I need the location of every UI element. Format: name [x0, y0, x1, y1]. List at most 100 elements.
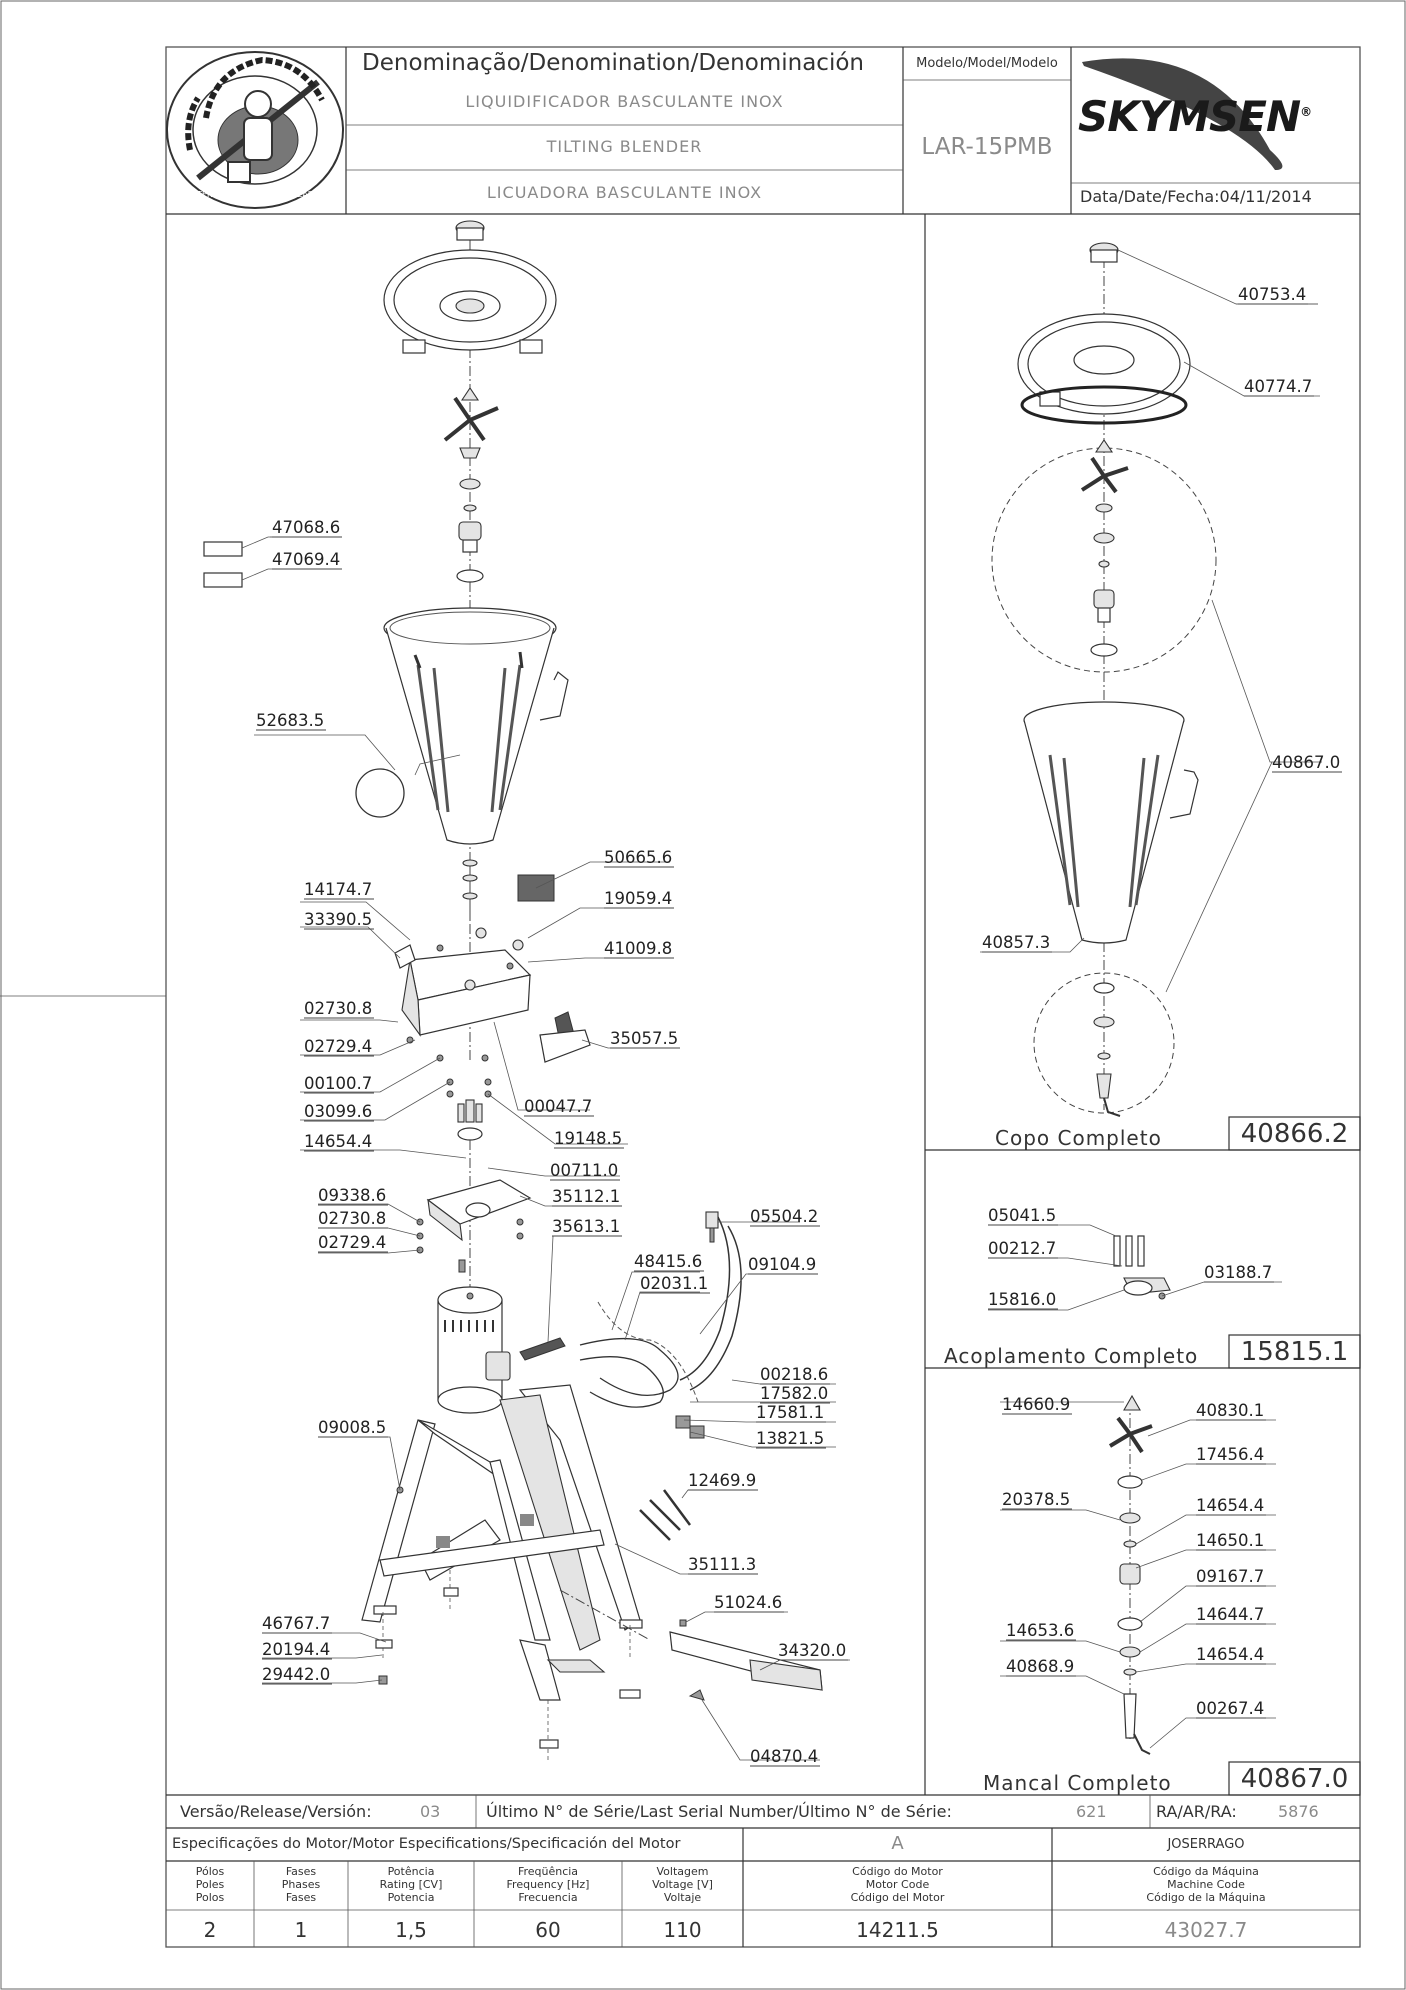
- main-label-20194.4: 20194.4: [262, 1640, 330, 1659]
- version-label: Versão/Release/Versión:: [180, 1802, 372, 1821]
- spec-header-line: Machine Code: [1167, 1878, 1245, 1891]
- spec-column-value-2: 1,5: [395, 1918, 427, 1942]
- copo-title: Copo Completo: [995, 1126, 1162, 1150]
- spec-header-line: Polos: [195, 1891, 225, 1904]
- spec-column-value-1: 1: [294, 1918, 308, 1942]
- main-label-02031.1: 02031.1: [640, 1274, 708, 1293]
- tilting-stand-frame: [361, 1384, 643, 1701]
- main-label-05504.2: 05504.2: [750, 1207, 818, 1226]
- seal-text: ASSISTÊNCIA TÉCNICA AUTORIZADA: [174, 190, 320, 199]
- main-label-41009.8: 41009.8: [604, 939, 672, 958]
- mancal-label-20378.5: 20378.5: [1002, 1490, 1070, 1509]
- motor-base-housing: [394, 927, 591, 1063]
- spec-column-value-0: 2: [203, 1918, 217, 1942]
- main-label-00100.7: 00100.7: [304, 1074, 372, 1093]
- serial-label: Último N° de Série/Last Serial Number/Úl…: [486, 1802, 952, 1821]
- spec-header-line: Frequency [Hz]: [506, 1878, 590, 1891]
- mancal-label-00267.4: 00267.4: [1196, 1699, 1264, 1718]
- brand-swoosh-icon: [1082, 58, 1283, 171]
- acoplamento-code: 15815.1: [1240, 1337, 1349, 1367]
- main-label-09338.6: 09338.6: [318, 1186, 386, 1205]
- copo-completo-view: [991, 242, 1217, 1117]
- mancal-label-14653.6: 14653.6: [1006, 1621, 1074, 1640]
- acoplamento-label-00212.7: 00212.7: [988, 1239, 1056, 1258]
- main-label-46767.7: 46767.7: [262, 1614, 330, 1633]
- mancal-code: 40867.0: [1240, 1764, 1349, 1794]
- spec-header-line: Voltaje: [663, 1891, 702, 1904]
- mancal-completo-view: [1108, 1394, 1153, 1755]
- spec-header-line: Fases: [285, 1891, 317, 1904]
- main-label-02730.8: 02730.8: [304, 999, 372, 1018]
- main-label-09008.5: 09008.5: [318, 1418, 386, 1437]
- motor-spec-label: Especificações do Motor/Motor Especifica…: [172, 1836, 681, 1852]
- date-value: 04/11/2014: [1219, 187, 1312, 206]
- spec-header-line: Frecuencia: [518, 1891, 578, 1904]
- main-label-33390.5: 33390.5: [304, 910, 372, 929]
- main-label-03099.6: 03099.6: [304, 1102, 372, 1121]
- main-label-19148.5: 19148.5: [554, 1129, 622, 1148]
- main-label-02729.4: 02729.4: [318, 1233, 386, 1252]
- authorized-service-seal-logo: [166, 51, 344, 209]
- spec-header-line: Potencia: [387, 1891, 435, 1904]
- model-title: Modelo/Model/Modelo: [916, 56, 1058, 71]
- copo-label-40867.0: 40867.0: [1272, 753, 1340, 772]
- main-label-29442.0: 29442.0: [262, 1665, 330, 1684]
- copo-label-40753.4: 40753.4: [1238, 285, 1306, 304]
- main-label-51024.6: 51024.6: [714, 1593, 782, 1612]
- main-label-02730.8: 02730.8: [318, 1209, 386, 1228]
- main-label-13821.5: 13821.5: [756, 1429, 824, 1448]
- main-label-47069.4: 47069.4: [272, 550, 340, 569]
- main-label-52683.5: 52683.5: [256, 711, 324, 730]
- product-name-es: LICUADORA BASCULANTE INOX: [486, 183, 763, 202]
- copo-label-40857.3: 40857.3: [982, 933, 1050, 952]
- mancal-label-14660.9: 14660.9: [1002, 1395, 1070, 1414]
- brand-logo-text: SKYMSEN®: [1078, 92, 1312, 141]
- mancal-label-14654.4: 14654.4: [1196, 1496, 1264, 1515]
- main-label-14174.7: 14174.7: [304, 880, 372, 899]
- main-label-48415.6: 48415.6: [634, 1252, 702, 1271]
- spec-header-line: Rating [CV]: [379, 1878, 443, 1891]
- author: JOSERRAGO: [1167, 1837, 1245, 1852]
- product-name-en: TILTING BLENDER: [546, 137, 703, 156]
- serial-value: 621: [1076, 1802, 1107, 1821]
- spec-column-value-5: 14211.5: [856, 1918, 939, 1942]
- main-label-12469.9: 12469.9: [688, 1471, 756, 1490]
- mancal-label-40830.1: 40830.1: [1196, 1401, 1264, 1420]
- denomination-title: Denominação/Denomination/Denominación: [362, 50, 864, 76]
- main-label-00047.7: 00047.7: [524, 1097, 592, 1116]
- main-exploded-view: [203, 220, 823, 1760]
- acoplamento-label-15816.0: 15816.0: [988, 1290, 1056, 1309]
- main-label-17582.0: 17582.0: [760, 1384, 828, 1403]
- mancal-label-17456.4: 17456.4: [1196, 1445, 1264, 1464]
- ra-label: RA/AR/RA:: [1156, 1802, 1237, 1821]
- spec-header-line: Voltagem: [656, 1865, 709, 1878]
- ra-value: 5876: [1278, 1802, 1319, 1821]
- date-label: Data/Date/Fecha:: [1080, 187, 1220, 206]
- main-label-35112.1: 35112.1: [552, 1187, 620, 1206]
- copo-code: 40866.2: [1240, 1119, 1349, 1149]
- spec-column-value-6: 43027.7: [1164, 1918, 1248, 1942]
- main-label-00218.6: 00218.6: [760, 1365, 828, 1384]
- version-value: 03: [420, 1802, 441, 1821]
- spec-header-line: Fases: [285, 1865, 317, 1878]
- product-name-pt: LIQUIDIFICADOR BASCULANTE INOX: [465, 92, 784, 111]
- spec-header-line: Voltage [V]: [652, 1878, 713, 1891]
- brand-registered-mark: ®: [1300, 105, 1312, 119]
- main-label-09104.9: 09104.9: [748, 1255, 816, 1274]
- main-label-35057.5: 35057.5: [610, 1029, 678, 1048]
- spec-header-line: Código do Motor: [852, 1865, 943, 1878]
- motor: [437, 1286, 511, 1414]
- spec-column-value-4: 110: [663, 1918, 702, 1942]
- spec-header-line: Freqüência: [517, 1865, 579, 1878]
- main-label-04870.4: 04870.4: [750, 1747, 818, 1766]
- main-label-14654.4: 14654.4: [304, 1132, 372, 1151]
- date-field: Data/Date/Fecha:04/11/2014: [1080, 187, 1312, 206]
- spec-header-line: Código del Motor: [850, 1891, 945, 1904]
- main-label-00711.0: 00711.0: [550, 1161, 618, 1180]
- main-label-47068.6: 47068.6: [272, 518, 340, 537]
- copo-label-40774.7: 40774.7: [1244, 377, 1312, 396]
